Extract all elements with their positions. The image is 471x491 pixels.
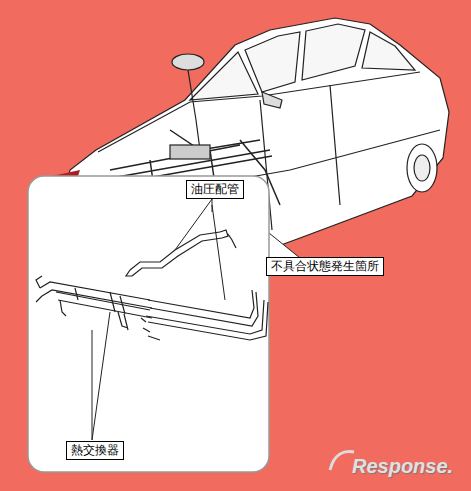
label-box: 熱交換器 <box>66 441 124 460</box>
label-text: 不具合状態発生箇所 <box>271 259 379 273</box>
label-text: 油圧配管 <box>191 182 239 196</box>
label-box: 不具合状態発生箇所 <box>266 257 384 276</box>
pipe-drawing <box>36 230 268 340</box>
watermark-swoosh <box>330 452 354 470</box>
label-box: 油圧配管 <box>186 180 244 199</box>
inset-panel <box>28 176 269 472</box>
leader-line <box>92 312 110 440</box>
watermark: Response. <box>352 455 453 478</box>
label-text: 熱交換器 <box>71 443 119 457</box>
leader-line <box>175 199 225 300</box>
